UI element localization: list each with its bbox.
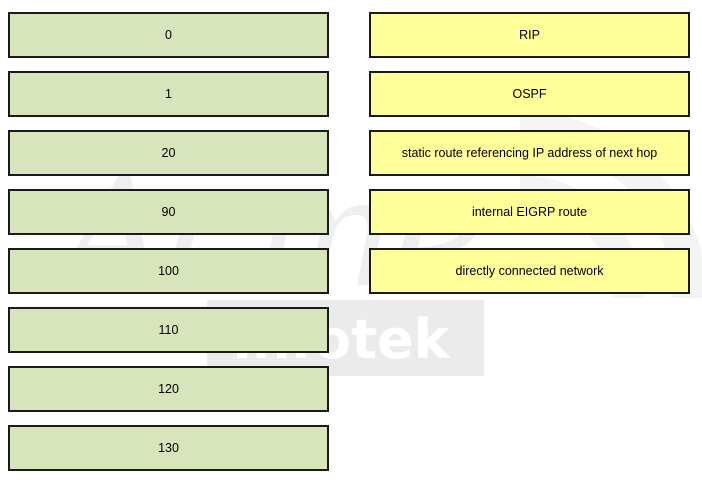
value-box-130[interactable]: 130 — [8, 425, 329, 471]
value-box-1[interactable]: 1 — [8, 71, 329, 117]
route-box-connected[interactable]: directly connected network — [369, 248, 690, 294]
route-box-rip[interactable]: RIP — [369, 12, 690, 58]
value-box-90[interactable]: 90 — [8, 189, 329, 235]
value-box-110[interactable]: 110 — [8, 307, 329, 353]
value-box-0[interactable]: 0 — [8, 12, 329, 58]
value-label: 130 — [158, 441, 179, 455]
value-label: 0 — [165, 28, 172, 42]
route-box-ospf[interactable]: OSPF — [369, 71, 690, 117]
value-label: 1 — [165, 87, 172, 101]
route-box-static[interactable]: static route referencing IP address of n… — [369, 130, 690, 176]
route-label: internal EIGRP route — [471, 205, 588, 219]
value-box-100[interactable]: 100 — [8, 248, 329, 294]
route-box-eigrp[interactable]: internal EIGRP route — [369, 189, 690, 235]
value-label: 100 — [158, 264, 179, 278]
value-label: 90 — [161, 205, 176, 219]
value-box-120[interactable]: 120 — [8, 366, 329, 412]
route-label: directly connected network — [455, 264, 604, 278]
route-label: static route referencing IP address of n… — [401, 146, 658, 160]
route-label: RIP — [519, 28, 540, 42]
value-label: 120 — [158, 382, 179, 396]
route-label: OSPF — [512, 87, 547, 101]
value-label: 20 — [161, 146, 176, 160]
value-label: 110 — [158, 323, 179, 337]
value-box-20[interactable]: 20 — [8, 130, 329, 176]
